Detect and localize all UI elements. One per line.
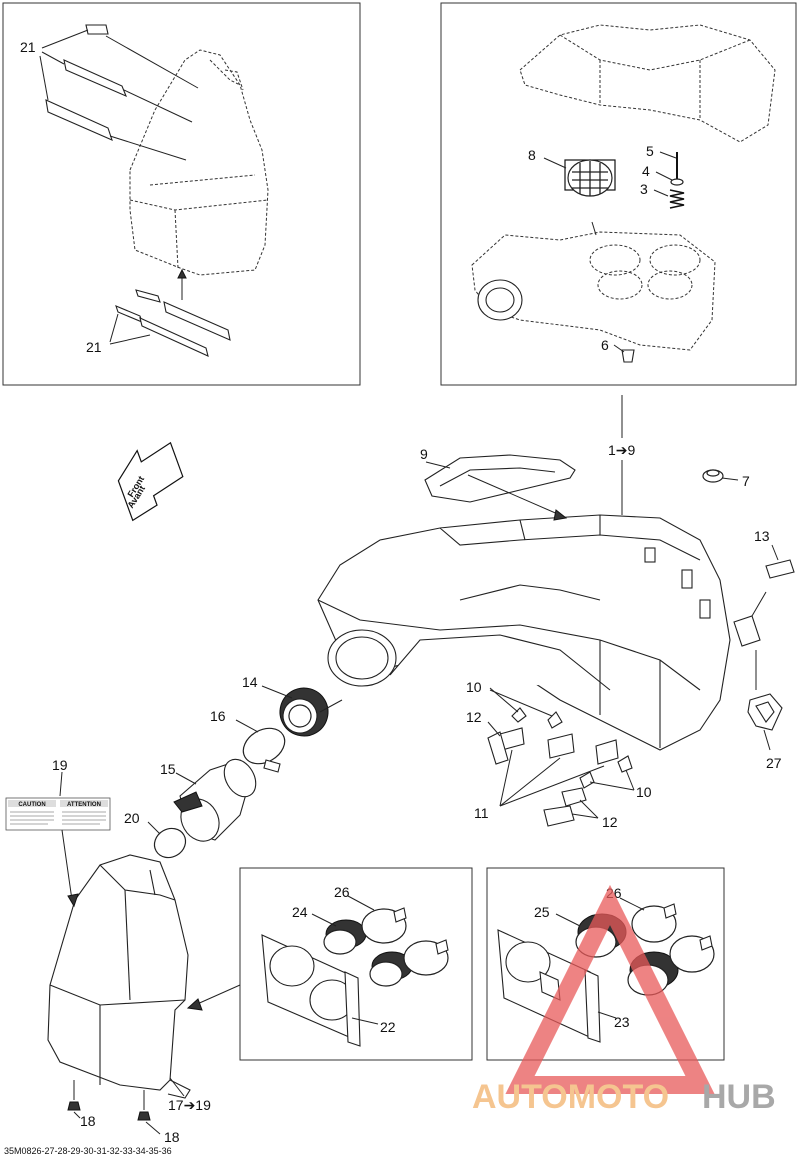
inset-box-top-left (2, 2, 361, 386)
callout-21-bottom: 21 (86, 339, 102, 355)
inset-box-bottom-middle (239, 867, 473, 1061)
o-ring-part-20 (153, 827, 187, 859)
callout-18-a: 18 (80, 1113, 96, 1129)
mesh-screen-part-8 (564, 159, 616, 197)
leader-lines-inset-right (555, 897, 645, 1019)
watermark-triangle (505, 884, 715, 1094)
caution-heading: CAUTION (18, 802, 45, 808)
callout-8: 8 (528, 147, 536, 163)
grommet-part-6 (621, 349, 635, 363)
callout-1-to-9: 1➔9 (608, 442, 636, 458)
callout-6: 6 (601, 337, 609, 353)
callout-12-left: 12 (466, 709, 482, 725)
spring-part-3 (669, 189, 685, 209)
callout-12-right: 12 (602, 814, 618, 830)
leader-lines-top-left (39, 29, 199, 345)
adapter-part-15 (173, 758, 257, 842)
callout-11: 11 (474, 805, 489, 821)
callout-7: 7 (742, 473, 750, 489)
callout-13: 13 (754, 528, 770, 544)
clips-part-10 (511, 707, 633, 789)
callout-18-b: 18 (164, 1129, 180, 1145)
foam-strips-bottom (115, 289, 231, 357)
callout-20: 20 (124, 810, 140, 826)
airbox-cover-lower-part (471, 231, 716, 351)
plate-part-22 (261, 934, 361, 1047)
callout-14: 14 (242, 674, 258, 690)
callout-23: 23 (614, 1014, 630, 1030)
clips-part-12 (487, 731, 587, 827)
caution-decal-part-19: CAUTION ATTENTION (5, 797, 111, 831)
clamp-part-16 (242, 727, 286, 773)
sleeves-part-24 (323, 919, 413, 987)
automotohub-watermark: AUTOMOTO HUB (472, 884, 776, 1116)
inset-box-bottom-right (486, 867, 725, 1061)
inset-box-top-right (440, 2, 797, 386)
callout-27: 27 (766, 755, 782, 771)
seal-ring-part-14 (279, 687, 329, 737)
caution-header-bg (8, 800, 56, 807)
callout-19: 19 (52, 757, 68, 773)
airbox-lower-outline-part (129, 49, 269, 276)
duct-part-9 (424, 454, 576, 503)
callout-21-top: 21 (20, 39, 36, 55)
attention-heading: ATTENTION (67, 802, 101, 808)
front-direction-arrow: Front Avant (117, 441, 184, 522)
clamps-part-26-left (361, 907, 449, 976)
callout-3: 3 (640, 181, 648, 197)
callout-4: 4 (642, 163, 650, 179)
diagram-code: 35M0826-27-28-29-30-31-32-33-34-35-36 (4, 1146, 172, 1156)
washer-part-4 (670, 178, 684, 186)
airbox-cover-upper-part (519, 24, 776, 143)
clamps-part-26-right (631, 903, 715, 973)
callout-26-left: 26 (334, 884, 350, 900)
callout-17-to-19: 17➔19 (168, 1097, 211, 1113)
callout-16: 16 (210, 708, 226, 724)
callout-10-left: 10 (466, 679, 482, 695)
rubber-feet-part-18 (67, 1101, 151, 1121)
callout-9: 9 (420, 446, 428, 462)
airbox-base-part-17 (47, 854, 191, 1099)
grommet-part-7 (702, 469, 724, 483)
plate-part-23 (497, 929, 601, 1043)
watermark-text-hub: HUB (702, 1078, 776, 1116)
leader-lines-main (425, 395, 779, 819)
foam-strips-top (45, 24, 128, 141)
callout-22: 22 (380, 1019, 396, 1035)
main-airbox-assembly (317, 514, 731, 751)
callout-15: 15 (160, 761, 176, 777)
clamps-part-11 (499, 727, 619, 765)
callout-5: 5 (646, 143, 654, 159)
clip-part-27 (747, 693, 783, 731)
callout-24: 24 (292, 904, 308, 920)
callout-25: 25 (534, 904, 550, 920)
leader-lines-bottom-left (61, 829, 241, 1135)
leader-lines-intake (147, 685, 343, 835)
leader-lines-top-right (543, 151, 677, 353)
attention-header-bg (60, 800, 108, 807)
callout-10-right: 10 (636, 784, 652, 800)
bracket-side-part (733, 615, 761, 647)
leader-lines-inset-middle (311, 895, 379, 1025)
watermark-text-automoto: AUTOMOTO (472, 1078, 669, 1116)
bracket-part-13 (765, 559, 795, 579)
